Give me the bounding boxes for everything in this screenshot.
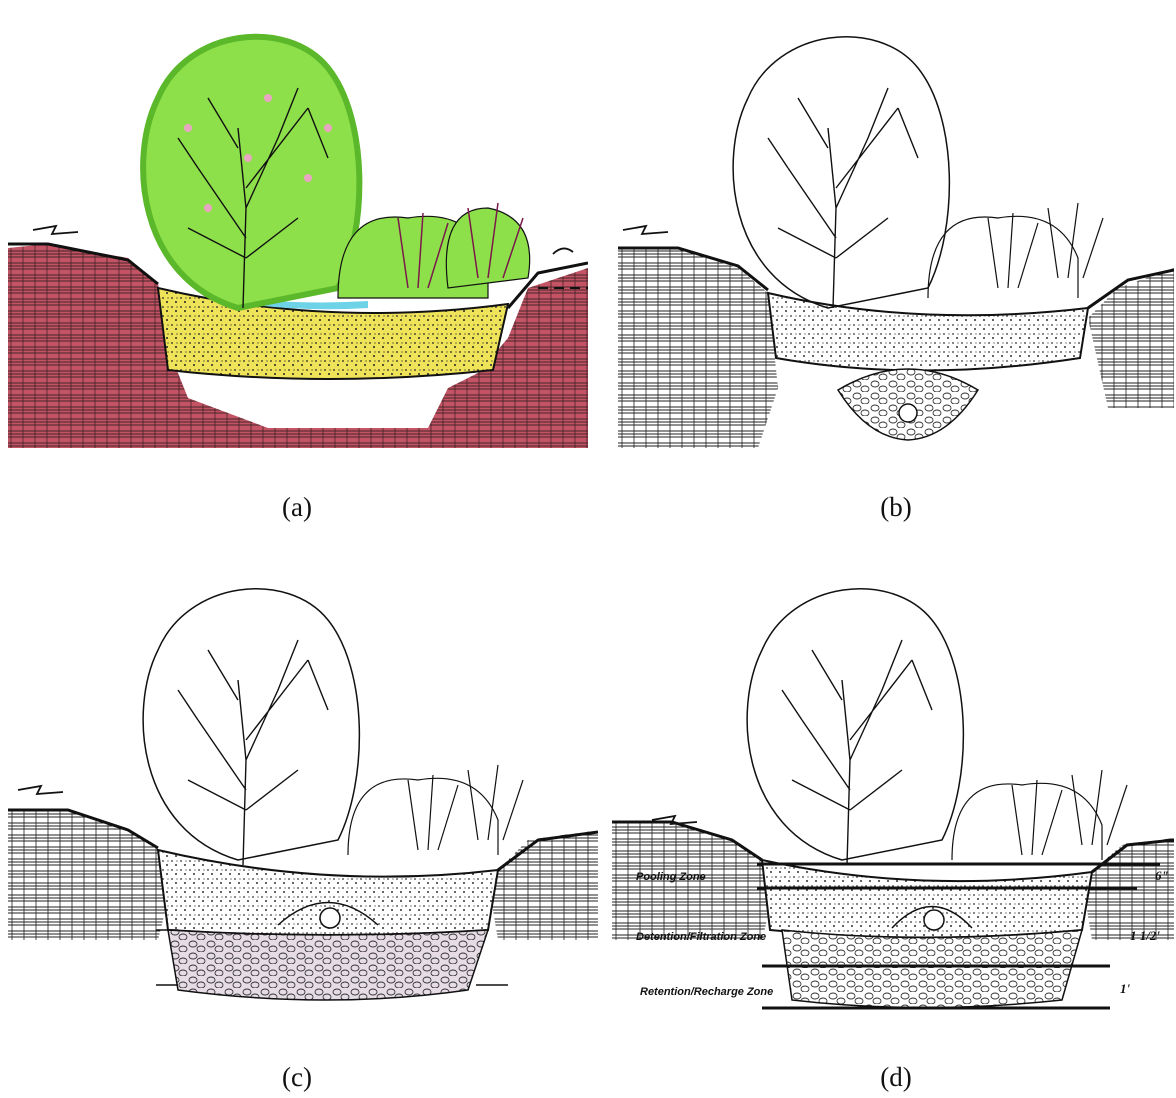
tree-canopy xyxy=(143,37,359,308)
tree-canopy-d xyxy=(747,589,963,860)
caption-a: (a) xyxy=(257,492,337,523)
panel-b xyxy=(618,8,1174,448)
zone-label-pooling: Pooling Zone xyxy=(636,871,706,883)
panel-d: Pooling Zone Detention/Filtration Zone R… xyxy=(612,560,1174,1020)
panel-c xyxy=(8,580,598,1030)
panel-a xyxy=(8,8,588,448)
panel-c-drawing xyxy=(8,580,598,1030)
caption-d: (d) xyxy=(856,1062,936,1093)
soil-media xyxy=(158,288,508,379)
zone-label-retention: Retention/Recharge Zone xyxy=(640,986,773,998)
zone-label-detention: Detention/Filtration Zone xyxy=(636,931,766,943)
soil-media-b xyxy=(768,293,1088,371)
underdrain-pipe-c xyxy=(320,908,340,928)
underdrain-pipe-d xyxy=(924,910,944,930)
panel-b-drawing xyxy=(618,8,1174,448)
caption-b: (b) xyxy=(856,492,936,523)
depth-label-detention: 1 1/2' xyxy=(1130,928,1160,943)
depth-label-retention: 1' xyxy=(1120,981,1131,996)
caption-c: (c) xyxy=(257,1062,337,1093)
depth-label-pooling: 6" xyxy=(1155,868,1169,883)
tree-canopy-c xyxy=(143,589,359,860)
underdrain-pipe-b xyxy=(899,404,917,422)
panel-d-drawing: Pooling Zone Detention/Filtration Zone R… xyxy=(612,560,1174,1020)
panel-a-drawing xyxy=(8,8,588,448)
tree-canopy-b xyxy=(733,37,949,308)
gravel-layer-c xyxy=(168,930,488,1000)
